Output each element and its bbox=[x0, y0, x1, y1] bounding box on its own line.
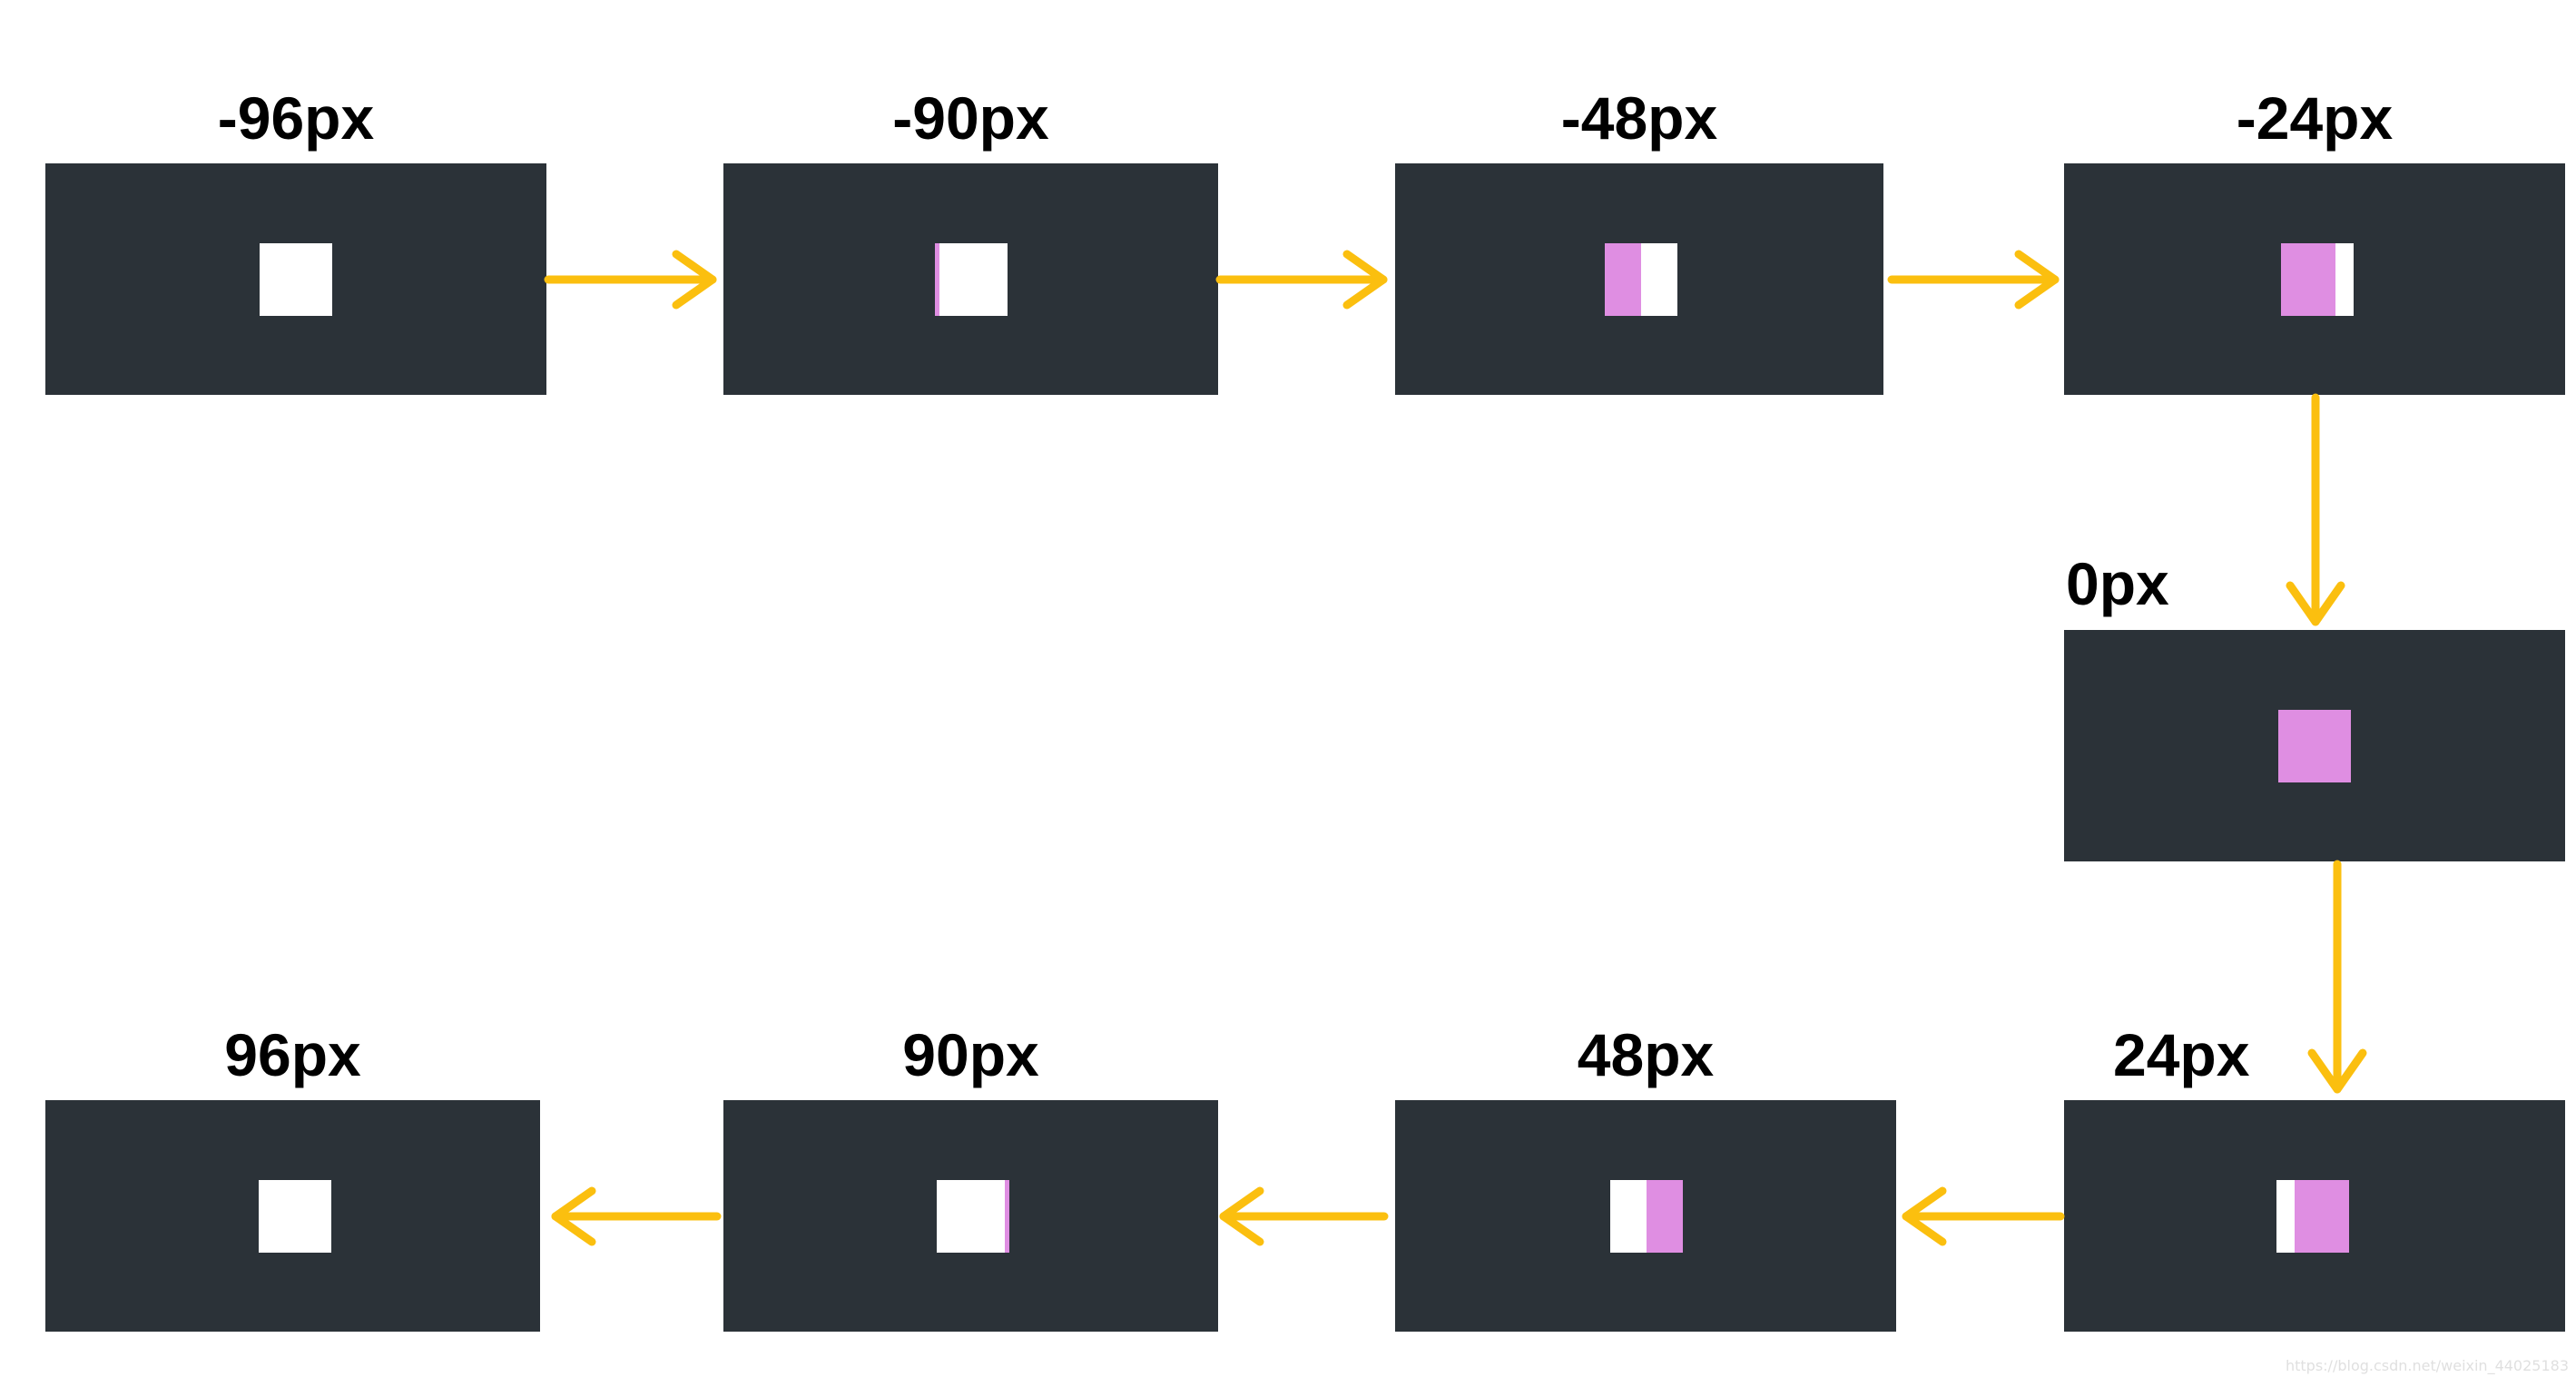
square-24 bbox=[2276, 1180, 2349, 1253]
square-96 bbox=[259, 1180, 331, 1253]
frame-90 bbox=[723, 1100, 1218, 1332]
square-neg96 bbox=[260, 243, 332, 316]
frame-0 bbox=[2064, 630, 2565, 861]
square-fill-neg48 bbox=[1605, 243, 1641, 316]
frame-96 bbox=[45, 1100, 540, 1332]
frame-label-96: 96px bbox=[224, 1021, 361, 1088]
frame-neg48 bbox=[1395, 163, 1883, 395]
frame-label-90: 90px bbox=[902, 1021, 1039, 1088]
square-fill-0 bbox=[2278, 710, 2351, 782]
square-fill-48 bbox=[1647, 1180, 1683, 1253]
frame-neg24 bbox=[2064, 163, 2565, 395]
square-48 bbox=[1610, 1180, 1683, 1253]
watermark: https://blog.csdn.net/weixin_44025183 bbox=[2285, 1357, 2569, 1374]
square-neg48 bbox=[1605, 243, 1677, 316]
frame-neg96 bbox=[45, 163, 546, 395]
arrow-right-1 bbox=[544, 250, 717, 310]
square-0 bbox=[2278, 710, 2351, 782]
arrow-left-1 bbox=[1902, 1186, 2065, 1246]
arrow-left-3 bbox=[551, 1186, 722, 1246]
arrow-right-2 bbox=[1215, 250, 1388, 310]
square-fill-90 bbox=[1005, 1180, 1009, 1253]
frame-label-neg90: -90px bbox=[892, 84, 1049, 152]
square-fill-neg90 bbox=[935, 243, 939, 316]
frame-neg90 bbox=[723, 163, 1218, 395]
frame-label-24: 24px bbox=[2113, 1021, 2250, 1088]
frame-label-neg24: -24px bbox=[2236, 84, 2394, 152]
square-fill-24 bbox=[2295, 1180, 2349, 1253]
frame-label-0: 0px bbox=[2066, 550, 2169, 617]
arrow-right-3 bbox=[1887, 250, 2060, 310]
arrow-left-2 bbox=[1219, 1186, 1389, 1246]
frame-48 bbox=[1395, 1100, 1896, 1332]
square-90 bbox=[937, 1180, 1009, 1253]
frame-24 bbox=[2064, 1100, 2565, 1332]
square-neg90 bbox=[935, 243, 1008, 316]
square-fill-neg24 bbox=[2281, 243, 2335, 316]
frame-label-48: 48px bbox=[1577, 1021, 1715, 1088]
square-neg24 bbox=[2281, 243, 2354, 316]
frame-label-neg48: -48px bbox=[1560, 84, 1718, 152]
frame-label-neg96: -96px bbox=[217, 84, 375, 152]
